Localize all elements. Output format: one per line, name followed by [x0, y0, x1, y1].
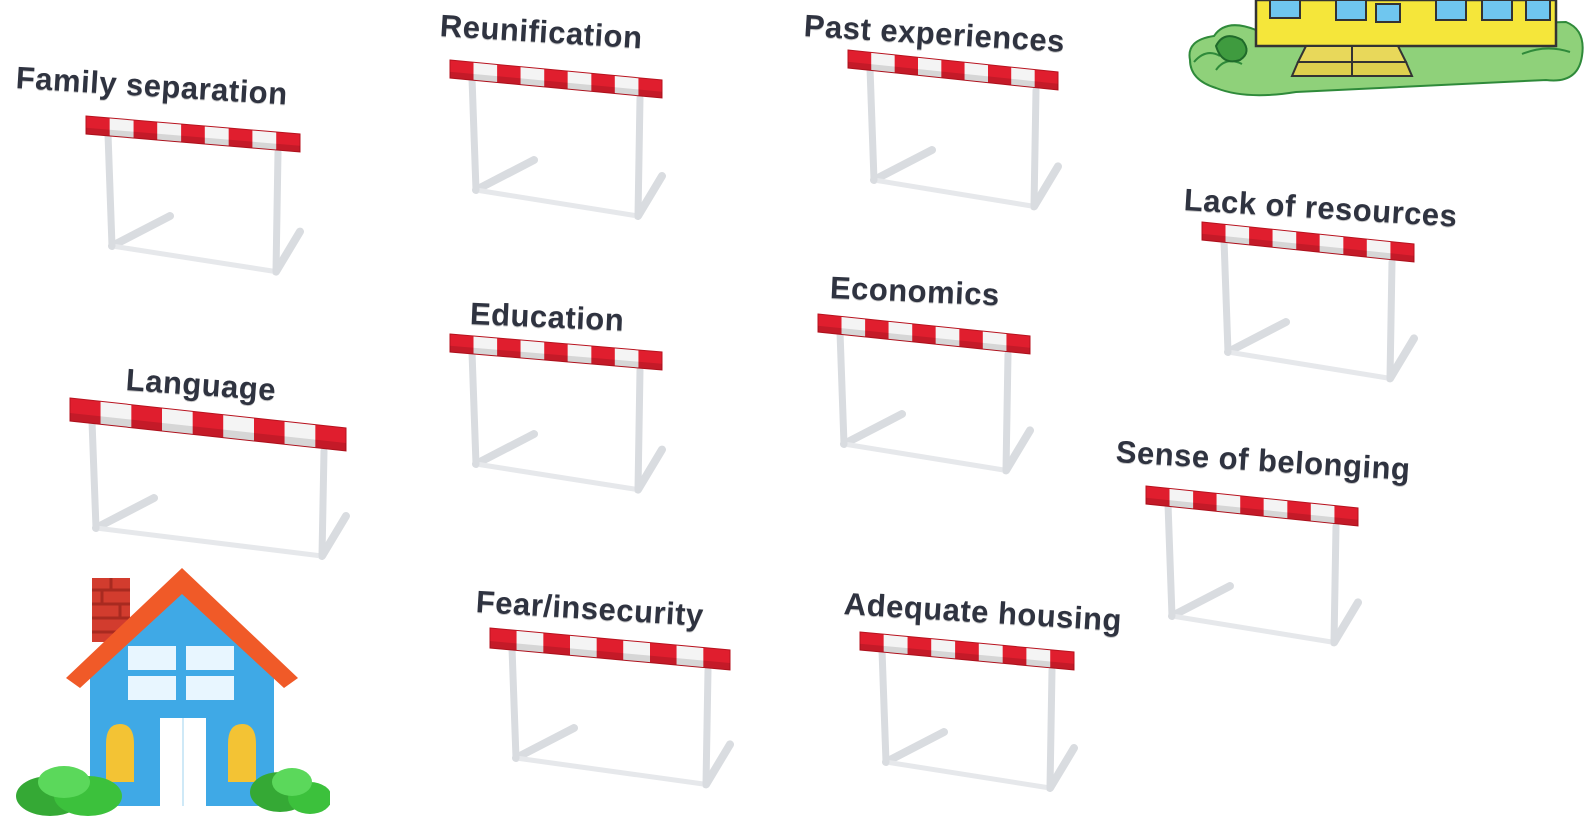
- hurdle-graphic-language: [69, 397, 350, 560]
- house-icon: [10, 560, 332, 822]
- hurdle-graphic-lack-of-resources: [1201, 221, 1418, 383]
- hurdle-graphic-adequate-housing: [859, 631, 1078, 792]
- hurdle-graphic-education: [449, 333, 666, 494]
- hurdle-graphic-past-experiences: [847, 49, 1062, 211]
- hurdle-graphic-sense-of-belonging: [1145, 485, 1362, 647]
- hurdle-label-family-separation: Family separation: [14, 60, 289, 112]
- hurdle-label-education: Education: [469, 296, 625, 338]
- hurdle-graphic-reunification: [449, 59, 666, 220]
- hurdle-label-fear-insecurity: Fear/insecurity: [474, 584, 705, 633]
- hurdle-label-sense-of-belonging: Sense of belonging: [1114, 434, 1412, 487]
- hurdle-label-reunification: Reunification: [438, 8, 644, 56]
- hurdle-graphic-economics: [817, 313, 1034, 475]
- school-building-icon: [1186, 0, 1586, 98]
- hurdle-label-economics: Economics: [829, 270, 1001, 313]
- hurdle-graphic-family-separation: [85, 115, 304, 276]
- hurdle-graphic-fear-insecurity: [489, 627, 734, 789]
